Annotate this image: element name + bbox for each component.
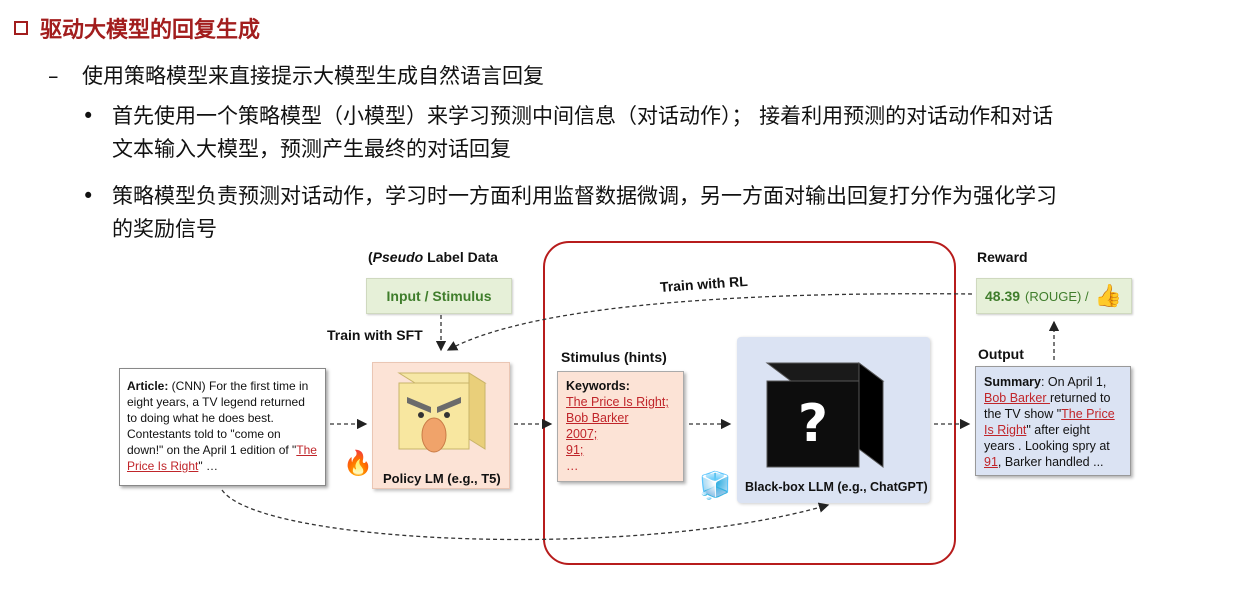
fire-icon: 🔥 [343, 450, 373, 477]
reward-box: 48.39 (ROUGE) / 👍 [976, 278, 1132, 314]
policy-lm-label: Policy LM (e.g., T5) [383, 471, 501, 486]
slide-title-text: 驱动大模型的回复生成 [40, 18, 261, 43]
black-box-llm-panel: ? Black-box LLM (e.g., ChatGPT) [737, 337, 930, 503]
svg-text:?: ? [798, 394, 828, 454]
label-data-heading: (Pseudo Label Data [368, 249, 498, 265]
keyword-item: Bob Barker [566, 411, 629, 425]
arrow-reward-to-policy [446, 293, 973, 351]
keyword-item: The Price Is Right; [566, 395, 669, 409]
level1-text: 使用策略模型来直接提示大模型生成自然语言回复 [82, 64, 544, 88]
reward-heading: Reward [977, 249, 1028, 265]
bullet-marker: • [82, 184, 95, 208]
keyword-ellipsis: … [566, 459, 579, 473]
article-box: Article: (CNN) For the first time in eig… [119, 368, 326, 486]
square-bullet-icon [14, 21, 28, 35]
bullet-line: 文本输入大模型，预测产生最终的对话回复 [112, 137, 511, 161]
bullet-marker: • [82, 104, 95, 128]
output-heading: Output [978, 346, 1024, 362]
slide-title: 驱动大模型的回复生成 [14, 12, 260, 44]
bullet-line: 策略模型负责预测对话动作，学习时一方面利用监督数据微调，另一方面对输出回复打分作… [112, 184, 1057, 208]
reward-metric: (ROUGE) / [1025, 288, 1089, 304]
level1-marker: – [48, 64, 59, 88]
train-sft-label: Train with SFT [327, 327, 423, 343]
bullet-line: 首先使用一个策略模型（小模型）来学习预测中间信息（对话动作）； 接着利用预测的对… [112, 104, 1054, 128]
keyword-item: 91; [566, 443, 584, 457]
input-stimulus-box: Input / Stimulus [366, 278, 512, 314]
policy-face-icon [397, 372, 487, 453]
reward-score: 48.39 [985, 288, 1021, 304]
summary-box: Summary: On April 1, Bob Barker returned… [975, 366, 1131, 476]
thumbs-up-icon: 👍 [1094, 283, 1123, 308]
llm-highlight-frame [543, 241, 956, 565]
keywords-heading: Keywords [566, 379, 626, 393]
bullet-item: • 策略模型负责预测对话动作，学习时一方面利用监督数据微调，另一方面对输出回复打… [82, 180, 1232, 246]
keyword-item: 2007; [566, 427, 598, 441]
arrow-article-to-llm [221, 489, 830, 541]
stimulus-heading: Stimulus (hints) [561, 349, 667, 365]
policy-lm-box: 🔥 Policy LM (e.g., T5) [343, 362, 510, 489]
black-box-cube-icon: ? [765, 362, 885, 468]
ice-cubes-icon: 🧊 [699, 470, 732, 500]
stimulus-box: Keywords: The Price Is Right; Bob Barker… [557, 371, 684, 482]
bullet-item: • 首先使用一个策略模型（小模型）来学习预测中间信息（对话动作）； 接着利用预测… [82, 100, 1232, 166]
level1-item: – 使用策略模型来直接提示大模型生成自然语言回复 [48, 60, 544, 90]
llm-label: Black-box LLM (e.g., ChatGPT) [745, 480, 928, 494]
bullet-line: 的奖励信号 [112, 217, 217, 241]
